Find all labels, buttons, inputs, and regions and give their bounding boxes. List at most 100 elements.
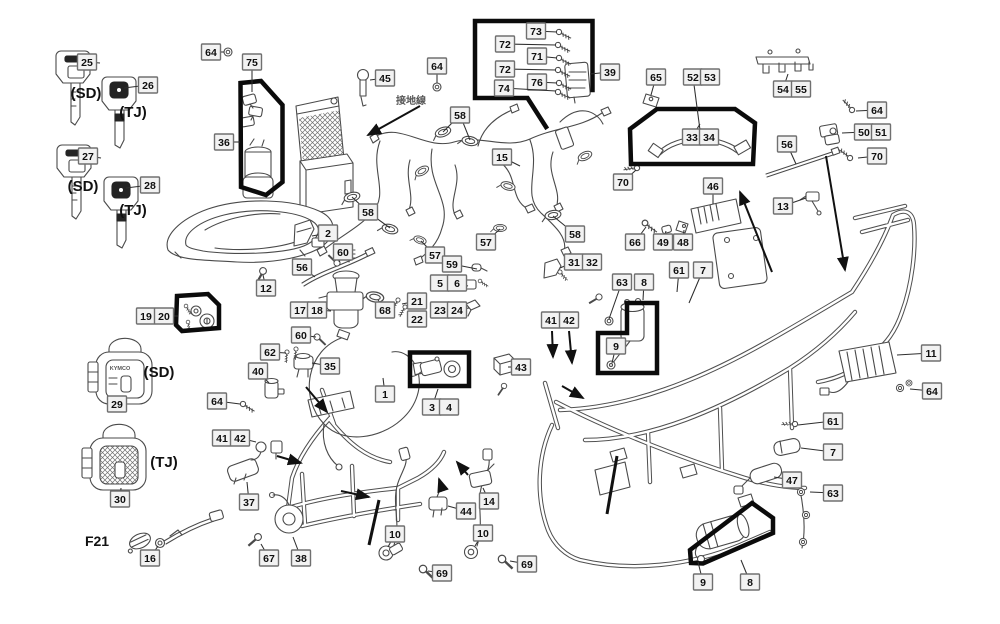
- rod-illustration-56r: [765, 146, 841, 178]
- callout-28: 28: [125, 176, 161, 194]
- callout-number: 56: [781, 139, 793, 151]
- callout-64: 64: [855, 101, 888, 119]
- callout-14: 14: [478, 487, 500, 510]
- callout-box-64: [866, 101, 888, 119]
- callout-box-43: [510, 358, 532, 376]
- callout-number: 9: [613, 341, 619, 353]
- callout-number: 55: [795, 84, 807, 96]
- callout-32: 32: [581, 253, 603, 271]
- text-annotation: F21: [85, 533, 109, 549]
- callout-number: 69: [521, 559, 533, 571]
- callout-76: 76: [526, 73, 558, 91]
- callout-39: 39: [589, 63, 621, 81]
- callout-box-70: [612, 173, 634, 191]
- highlight-starter-motor: [687, 500, 776, 566]
- callout-number: 72: [499, 39, 511, 51]
- callout-number: 5: [437, 278, 443, 290]
- callout-box-9: [692, 573, 714, 591]
- callout-number: 34: [703, 132, 715, 144]
- antenna-part-illustration-45: [356, 68, 370, 107]
- callout-number: 41: [216, 433, 228, 445]
- callout-8: 8: [633, 273, 655, 301]
- callout-number: 57: [480, 237, 492, 249]
- fuse-box-illustration-39: [564, 61, 591, 104]
- callout-26: 26: [123, 76, 159, 94]
- callout-number: 64: [431, 61, 443, 73]
- callout-number: 69: [436, 568, 448, 580]
- callout-box-68: [374, 301, 396, 319]
- callout-box-69: [516, 555, 538, 573]
- callout-number: 17: [294, 305, 306, 317]
- callout-number: 71: [531, 51, 543, 63]
- callout-box-58: [564, 225, 586, 243]
- callout-box-37: [238, 493, 260, 511]
- remote-fob-tj-illustration-30: [81, 423, 147, 491]
- callout-4: 4: [438, 398, 460, 416]
- callout-56: 56: [291, 258, 316, 278]
- spacer-illustration-49: [661, 224, 672, 234]
- callout-box-36: [213, 133, 235, 151]
- callout-box-4: [438, 398, 460, 416]
- callout-7: 7: [800, 443, 844, 461]
- crank-sensor-illustration-10b: [463, 448, 493, 560]
- fuel-pump-illustration: [240, 93, 274, 199]
- screw-illustration-70r: [836, 147, 856, 162]
- highlight-starter-relay: [595, 300, 660, 376]
- callout-box-6: [446, 274, 468, 292]
- nut-rod-illustration-63b: [796, 487, 811, 549]
- callout-17: 17: [289, 301, 311, 319]
- callout-box-64: [426, 57, 448, 75]
- callout-number: 60: [337, 247, 349, 259]
- wire-harness-illustration: [316, 103, 612, 266]
- callout-21: 21: [401, 292, 428, 310]
- callout-number: 63: [827, 488, 839, 500]
- callout-box-64: [921, 382, 943, 400]
- callout-48: 48: [672, 229, 694, 251]
- callout-75: 75: [241, 53, 263, 92]
- callout-number: 4: [446, 402, 452, 414]
- callout-box-58: [357, 203, 379, 221]
- callout-number: 37: [243, 497, 255, 509]
- callout-box-24: [446, 301, 468, 319]
- callout-box-63: [822, 484, 844, 502]
- callout-58: 58: [442, 106, 471, 141]
- callout-number: 63: [616, 277, 628, 289]
- callout-22: 22: [406, 310, 428, 328]
- callout-number: 14: [483, 496, 495, 508]
- highlight-ignition-switch: [407, 350, 472, 389]
- ignition-switch-illustration: [410, 356, 461, 378]
- screw-illustration-64c: [838, 97, 858, 115]
- callout-number: 41: [545, 315, 557, 327]
- callout-number: 3: [429, 402, 435, 414]
- callout-number: 58: [362, 207, 374, 219]
- callout-box-38: [290, 549, 312, 567]
- key-tj-illustration-26: [101, 76, 137, 149]
- callout-box-45: [374, 69, 396, 87]
- callout-number: 1: [382, 389, 388, 401]
- callout-number: 73: [530, 26, 542, 38]
- nut-illustration-64e: [895, 383, 905, 393]
- callout-number: 45: [379, 73, 391, 85]
- callout-23: 23: [429, 301, 451, 319]
- callout-box-10: [472, 524, 494, 542]
- callout-70: 70: [612, 169, 637, 191]
- callout-27: 27: [77, 147, 102, 165]
- callout-65: 65: [645, 68, 667, 96]
- remote-fob-sd-illustration-29: [87, 337, 153, 405]
- callout-number: 49: [657, 237, 669, 249]
- callout-box-7: [692, 261, 714, 279]
- callout-box-30: [109, 490, 131, 508]
- callout-58: 58: [552, 215, 586, 243]
- bracket-illustration-54-55: [755, 48, 814, 74]
- callout-64: 64: [206, 392, 241, 410]
- callout-box-59: [441, 255, 463, 273]
- callout-number: 52: [687, 72, 699, 84]
- callout-number: 72: [499, 64, 511, 76]
- callout-box-7: [822, 443, 844, 461]
- callout-box-11: [920, 344, 942, 362]
- callout-box-61: [668, 261, 690, 279]
- callout-box-40: [247, 362, 269, 380]
- callout-number: 61: [673, 265, 685, 277]
